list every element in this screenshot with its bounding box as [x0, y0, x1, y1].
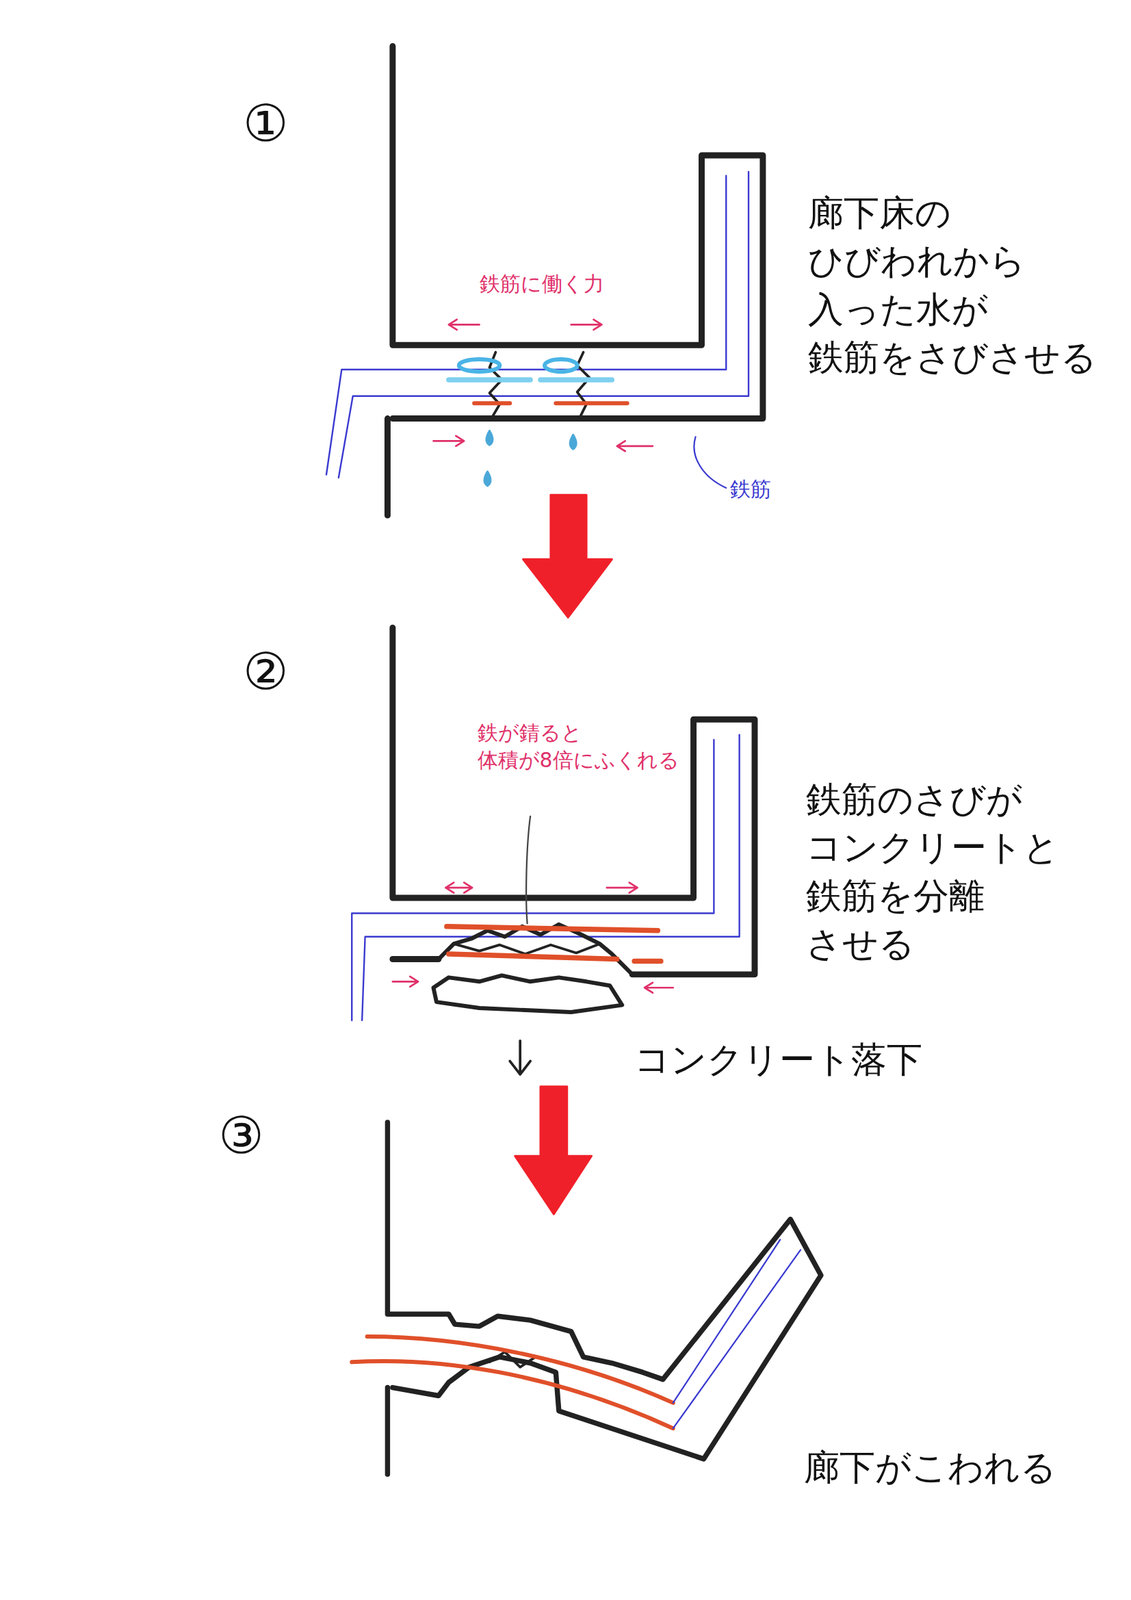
stroke [392, 976, 419, 987]
panel-1-structure [326, 45, 763, 516]
stroke [448, 319, 480, 330]
stroke [384, 418, 391, 516]
stroke [367, 1336, 674, 1403]
stroke [606, 882, 638, 893]
stroke [445, 882, 473, 893]
stroke [387, 1122, 821, 1459]
stroke [571, 319, 603, 330]
stroke [351, 1360, 674, 1428]
stroke [338, 171, 749, 478]
stroke [392, 627, 755, 975]
callout-number: ① [242, 89, 289, 159]
stroke [448, 377, 612, 382]
stroke [486, 430, 493, 445]
fall-note: コンクリート落下 [634, 1035, 923, 1084]
stroke [446, 926, 659, 931]
stroke [474, 400, 628, 406]
stroke [361, 734, 739, 1021]
stroke [484, 471, 491, 486]
big-arrow [515, 1086, 592, 1214]
step-note: 廊下床の ひびわれから 入った水が 鉄筋をさびさせる [808, 188, 1097, 382]
rust-note: 鉄が錆ると 体積が8倍にふくれる [477, 719, 680, 774]
stroke [569, 434, 577, 449]
stroke [509, 1040, 531, 1075]
step-note: 廊下がこわれる [803, 1443, 1057, 1491]
stroke [392, 45, 763, 419]
stroke [326, 45, 822, 1474]
stroke [459, 359, 501, 372]
force-note: 鉄筋に働く力 [479, 270, 605, 298]
stroke [526, 816, 531, 924]
callout-number: ③ [218, 1101, 265, 1171]
panel-3-structure [351, 1122, 822, 1474]
stroke [385, 1387, 390, 1475]
big-arrow [523, 494, 613, 618]
stroke [644, 982, 674, 993]
stroke [448, 953, 661, 961]
stroke [326, 175, 726, 475]
stroke [693, 436, 726, 488]
stroke [577, 352, 590, 417]
callout-number: ② [242, 637, 289, 707]
panel-2-structure [351, 627, 755, 1075]
stroke [392, 955, 439, 962]
step-note: 鉄筋のさびが コンクリートと 鉄筋を分離 させる [806, 775, 1060, 969]
stroke [673, 1239, 801, 1428]
rebar-label: 鉄筋 [730, 475, 772, 503]
stroke [617, 440, 653, 451]
stroke [544, 359, 578, 372]
stroke [433, 975, 622, 1012]
stroke [433, 435, 464, 447]
stroke [351, 739, 714, 1021]
